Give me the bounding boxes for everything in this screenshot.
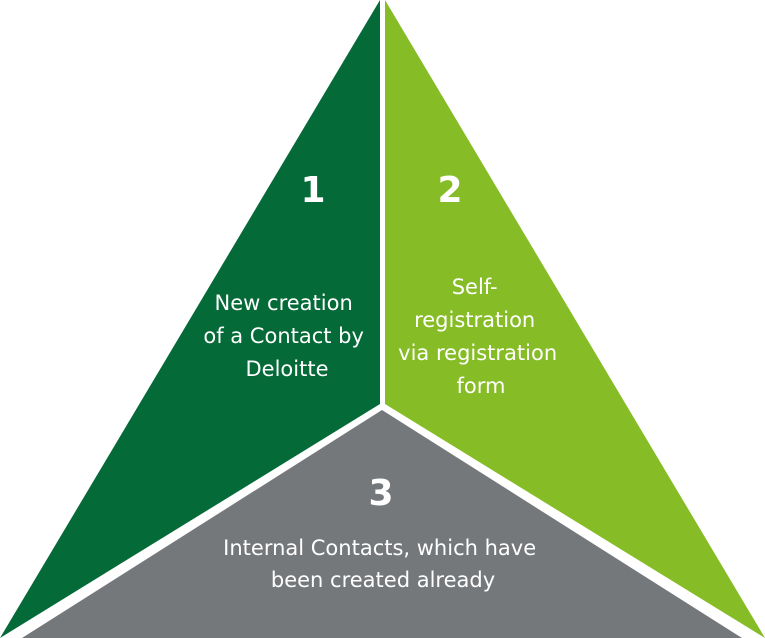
segment-2-label-line: via registration bbox=[398, 341, 557, 365]
segment-1-label-line: of a Contact by bbox=[203, 324, 364, 348]
segment-1-number: 1 bbox=[300, 170, 325, 211]
segment-3-label-line: Internal Contacts, which have bbox=[223, 536, 536, 560]
segment-2-shape bbox=[385, 0, 765, 638]
segment-1-shape bbox=[0, 0, 380, 638]
segment-3-number: 3 bbox=[368, 473, 393, 514]
segment-2-label-line: Self- bbox=[452, 275, 498, 299]
segment-3: 3 Internal Contacts, which have been cre… bbox=[22, 410, 742, 638]
segment-2-number: 2 bbox=[437, 170, 462, 211]
segment-1: 1 New creation of a Contact by Deloitte bbox=[0, 0, 380, 638]
segment-3-label: Internal Contacts, which have been creat… bbox=[223, 536, 543, 592]
segment-3-shape bbox=[22, 410, 742, 638]
segment-1-label-line: New creation bbox=[215, 291, 353, 315]
segment-1-label-line: Deloitte bbox=[246, 357, 329, 381]
segment-2-label: Self- registration via registration form bbox=[398, 275, 564, 398]
segment-2-label-line: registration bbox=[414, 308, 535, 332]
segment-3-label-line: been created already bbox=[271, 568, 495, 592]
segment-2-label-line: form bbox=[457, 374, 506, 398]
segment-1-label: New creation of a Contact by Deloitte bbox=[203, 291, 370, 381]
segment-2: 2 Self- registration via registration fo… bbox=[385, 0, 765, 638]
